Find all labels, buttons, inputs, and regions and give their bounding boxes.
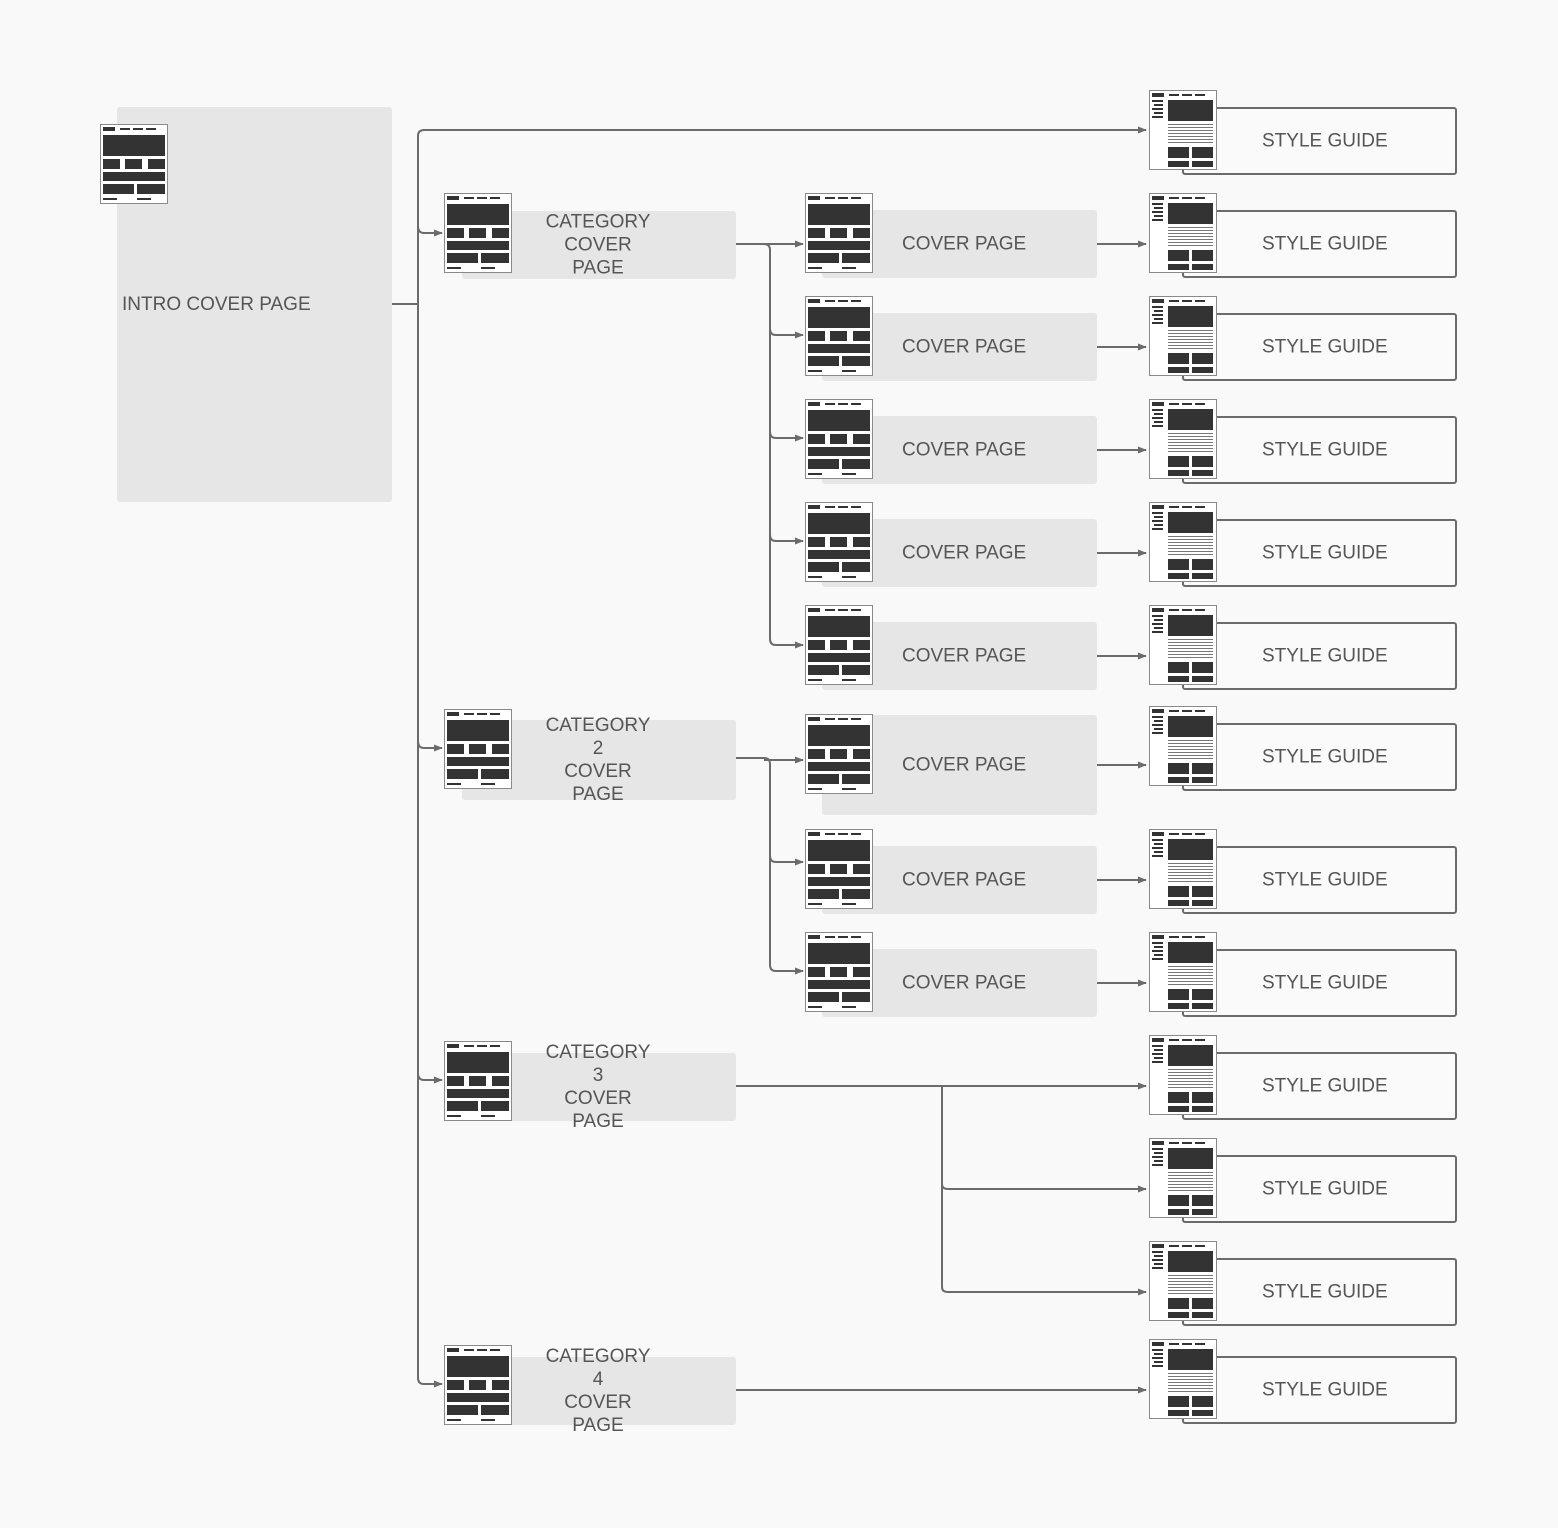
cover-page-label: COVER PAGE (902, 233, 1027, 255)
arrow-cat2-cover-2 (769, 855, 804, 866)
category-4-subtitle: COVER PAGE (564, 1392, 632, 1436)
style-guide-label: STYLE GUIDE (1262, 746, 1388, 768)
style-guide-node[interactable]: STYLE GUIDE (1182, 313, 1457, 381)
style-guide-node[interactable]: STYLE GUIDE (1182, 1052, 1457, 1120)
style-guide-page-icon (1149, 1241, 1217, 1321)
wireframe-page-icon (805, 193, 873, 273)
wireframe-page-icon (805, 605, 873, 685)
category-2-title: CATEGORY 2 (545, 715, 651, 759)
style-guide-label: STYLE GUIDE (1262, 336, 1388, 358)
arrow-cat1-cover-5 (769, 638, 804, 649)
cover-page-label: COVER PAGE (902, 869, 1027, 891)
wireframe-page-icon (805, 932, 873, 1012)
style-guide-label: STYLE GUIDE (1262, 233, 1388, 255)
cover-page-label: COVER PAGE (902, 972, 1027, 994)
category-3-subtitle: COVER PAGE (564, 1088, 632, 1132)
style-guide-label: STYLE GUIDE (1262, 972, 1388, 994)
style-guide-page-icon (1149, 193, 1217, 273)
style-guide-label: STYLE GUIDE (1262, 1075, 1388, 1097)
cover-page-label: COVER PAGE (902, 542, 1027, 564)
style-guide-label: STYLE GUIDE (1262, 1281, 1388, 1303)
category-4-title: CATEGORY 4 (545, 1346, 651, 1390)
style-guide-label: STYLE GUIDE (1262, 542, 1388, 564)
wireframe-page-icon (444, 709, 512, 789)
style-guide-node[interactable]: STYLE GUIDE (1182, 519, 1457, 587)
arrow-intro-to-category-4 (417, 1377, 443, 1388)
cover-page-label: COVER PAGE (902, 439, 1027, 461)
wireframe-page-icon (805, 829, 873, 909)
style-guide-node[interactable]: STYLE GUIDE (1182, 1356, 1457, 1424)
style-guide-page-icon (1149, 296, 1217, 376)
style-guide-page-icon (1149, 706, 1217, 786)
style-guide-node[interactable]: STYLE GUIDE (1182, 723, 1457, 791)
style-guide-page-icon (1149, 90, 1217, 170)
style-guide-page-icon (1149, 1138, 1217, 1218)
intro-cover-page-label: INTRO COVER PAGE (122, 294, 311, 315)
arrow-cat1-cover-3 (769, 431, 804, 442)
style-guide-node[interactable]: STYLE GUIDE (1182, 1155, 1457, 1223)
style-guide-page-icon (1149, 1035, 1217, 1115)
style-guide-label: STYLE GUIDE (1262, 869, 1388, 891)
style-guide-node[interactable]: STYLE GUIDE (1182, 949, 1457, 1017)
wireframe-page-icon (444, 1345, 512, 1425)
arrow-cat1-cover-2 (769, 328, 804, 339)
arrow-cat1-cover-4 (769, 534, 804, 545)
style-guide-page-icon (1149, 605, 1217, 685)
arrow-cat2-cover-3 (769, 964, 804, 975)
style-guide-page-icon (1149, 399, 1217, 479)
style-guide-page-icon (1149, 1339, 1217, 1419)
wireframe-page-icon (805, 502, 873, 582)
style-guide-label: STYLE GUIDE (1262, 1178, 1388, 1200)
style-guide-node[interactable]: STYLE GUIDE (1182, 107, 1457, 175)
arrow-intro-to-category-3 (417, 1072, 443, 1084)
style-guide-page-icon (1149, 502, 1217, 582)
category-3-title: CATEGORY 3 (545, 1042, 651, 1086)
arrow-cat3-style-guide-3 (941, 1286, 1147, 1296)
style-guide-label: STYLE GUIDE (1262, 1379, 1388, 1401)
cover-page-label: COVER PAGE (902, 336, 1027, 358)
wireframe-page-icon (805, 714, 873, 794)
cover-page-label: COVER PAGE (902, 645, 1027, 667)
style-guide-node[interactable]: STYLE GUIDE (1182, 1258, 1457, 1326)
category-2-subtitle: COVER PAGE (564, 761, 632, 805)
style-guide-label: STYLE GUIDE (1262, 439, 1388, 461)
category-1-title: CATEGORY (545, 211, 651, 233)
style-guide-node[interactable]: STYLE GUIDE (1182, 416, 1457, 484)
wireframe-page-icon (805, 296, 873, 376)
style-guide-label: STYLE GUIDE (1262, 645, 1388, 667)
style-guide-label: STYLE GUIDE (1262, 130, 1388, 152)
style-guide-page-icon (1149, 829, 1217, 909)
style-guide-node[interactable]: STYLE GUIDE (1182, 622, 1457, 690)
arrow-intro-to-category-2 (417, 740, 443, 752)
style-guide-page-icon (1149, 932, 1217, 1012)
wireframe-page-icon (805, 399, 873, 479)
arrow-intro-to-category-1 (417, 225, 443, 237)
style-guide-node[interactable]: STYLE GUIDE (1182, 846, 1457, 914)
wireframe-page-icon (100, 124, 168, 204)
style-guide-node[interactable]: STYLE GUIDE (1182, 210, 1457, 278)
arrow-cat3-style-guide-2 (941, 1183, 1147, 1193)
arrow-intro-to-style-guide-1 (417, 126, 1147, 137)
wireframe-page-icon (444, 193, 512, 273)
category-1-subtitle: COVER PAGE (564, 234, 632, 279)
cover-page-label: COVER PAGE (902, 754, 1027, 776)
wireframe-page-icon (444, 1041, 512, 1121)
